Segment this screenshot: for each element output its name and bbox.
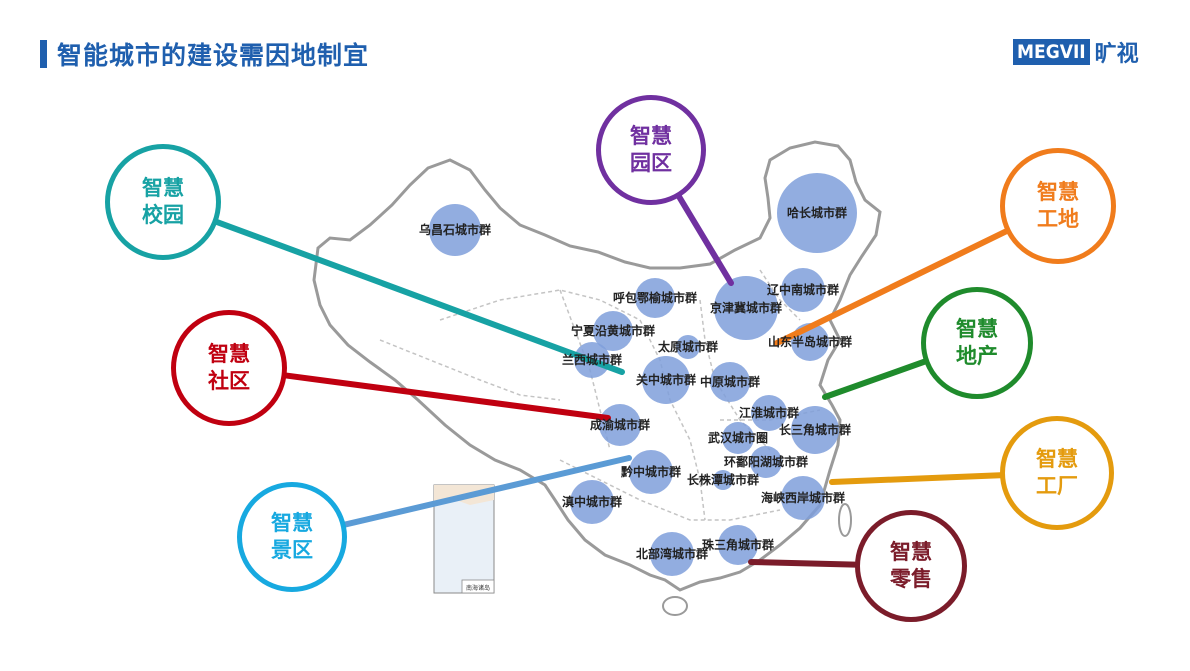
city-cluster-bubble	[593, 311, 633, 351]
connector-campus	[214, 219, 625, 375]
city-cluster-bubble	[750, 446, 782, 478]
city-cluster-label: 宁夏沿黄城市群	[571, 323, 655, 338]
city-cluster-bubble	[710, 362, 750, 402]
city-cluster-label: 京津冀城市群	[710, 300, 782, 315]
city-cluster-bubble	[722, 422, 754, 454]
connector-factory	[829, 472, 1004, 485]
city-cluster-bubble	[599, 404, 641, 446]
city-cluster-bubble	[751, 395, 787, 431]
city-cluster-label: 太原城市群	[658, 339, 718, 354]
city-cluster-label: 呼包鄂榆城市群	[613, 290, 697, 305]
badge-construction: 智慧工地	[1000, 148, 1116, 264]
city-cluster-label: 北部湾城市群	[636, 546, 708, 561]
city-cluster-label: 成渝城市群	[590, 417, 650, 432]
badge-community: 智慧社区	[171, 310, 287, 426]
city-cluster-label: 哈长城市群	[787, 205, 847, 220]
badge-retail: 智慧零售	[855, 510, 967, 622]
city-cluster-label: 乌昌石城市群	[419, 222, 491, 237]
badge-line1: 智慧	[1036, 447, 1078, 471]
badge-line1: 智慧	[1037, 180, 1079, 204]
city-cluster-bubble	[429, 204, 481, 256]
taiwan-island	[838, 503, 852, 537]
connector-real_estate	[822, 358, 928, 400]
city-cluster-label: 海峡西岸城市群	[761, 490, 845, 505]
badge-scenic: 智慧景区	[237, 482, 347, 592]
city-cluster-label: 滇中城市群	[562, 494, 622, 509]
city-cluster-bubble	[713, 470, 733, 490]
badge-line1: 智慧	[890, 540, 932, 564]
city-cluster-bubble	[791, 406, 839, 454]
city-cluster-label: 黔中城市群	[621, 464, 681, 479]
badge-park: 智慧园区	[596, 95, 706, 205]
city-cluster-label: 长株潭城市群	[687, 472, 759, 487]
badge-line2: 地产	[956, 344, 998, 368]
city-cluster-layer	[429, 173, 857, 576]
title-accent-bar	[40, 40, 47, 68]
city-cluster-label: 珠三角城市群	[702, 537, 774, 552]
page-title: 智能城市的建设需因地制宜	[40, 38, 369, 70]
connector-lines	[214, 194, 1009, 568]
logo-cn: 旷视	[1094, 42, 1139, 67]
badge-line1: 智慧	[208, 342, 250, 366]
badge-line2: 社区	[208, 369, 250, 393]
city-cluster-label: 辽中南城市群	[767, 282, 839, 297]
badge-line2: 校园	[142, 203, 184, 227]
city-cluster-bubble	[629, 450, 673, 494]
badge-line2: 景区	[271, 538, 313, 562]
badge-line1: 智慧	[142, 176, 184, 200]
connector-scenic	[342, 455, 632, 528]
city-cluster-bubble	[714, 276, 778, 340]
connector-park	[676, 194, 734, 286]
city-cluster-bubble	[781, 476, 825, 520]
city-cluster-bubble	[718, 525, 758, 565]
city-cluster-label: 兰西城市群	[562, 352, 622, 367]
city-cluster-bubble	[642, 356, 690, 404]
badge-line2: 工厂	[1036, 474, 1078, 498]
badge-line1: 智慧	[956, 317, 998, 341]
city-cluster-bubble	[570, 480, 614, 524]
city-cluster-label: 环鄱阳湖城市群	[724, 454, 808, 469]
city-label-layer: 乌昌石城市群 哈长城市群辽中南城市群呼包鄂榆城市群京津冀城市群宁夏沿黄城市群山东半…	[419, 205, 852, 561]
city-cluster-bubble	[635, 278, 675, 318]
city-cluster-label: 武汉城市圈	[708, 430, 768, 445]
badge-line2: 工地	[1037, 207, 1079, 231]
badge-real_estate: 智慧地产	[921, 287, 1033, 399]
megvii-logo: MEGVII 旷视	[1013, 36, 1139, 68]
city-cluster-label: 中原城市群	[700, 374, 760, 389]
hainan-island	[662, 596, 688, 616]
badge-line1: 智慧	[271, 511, 313, 535]
logo-en: MEGVII	[1013, 39, 1090, 65]
connector-community	[283, 372, 611, 421]
badge-line1: 智慧	[630, 124, 672, 148]
connector-retail	[748, 559, 859, 568]
badge-line2: 零售	[890, 567, 932, 591]
inset-label: 南海诸岛	[466, 584, 490, 592]
city-cluster-label: 关中城市群	[636, 372, 696, 387]
city-cluster-label: 江淮城市群	[739, 405, 799, 420]
badge-campus: 智慧校园	[105, 144, 221, 260]
city-cluster-bubble	[676, 335, 700, 359]
connector-construction	[774, 228, 1009, 346]
city-cluster-bubble	[777, 173, 857, 253]
badge-line2: 园区	[630, 151, 672, 175]
city-cluster-bubble	[781, 268, 825, 312]
city-cluster-label: 长三角城市群	[779, 422, 851, 437]
city-cluster-bubble	[650, 532, 694, 576]
city-cluster-label: 山东半岛城市群	[768, 334, 852, 349]
badge-factory: 智慧工厂	[1000, 416, 1114, 530]
title-text: 智能城市的建设需因地制宜	[57, 41, 370, 70]
